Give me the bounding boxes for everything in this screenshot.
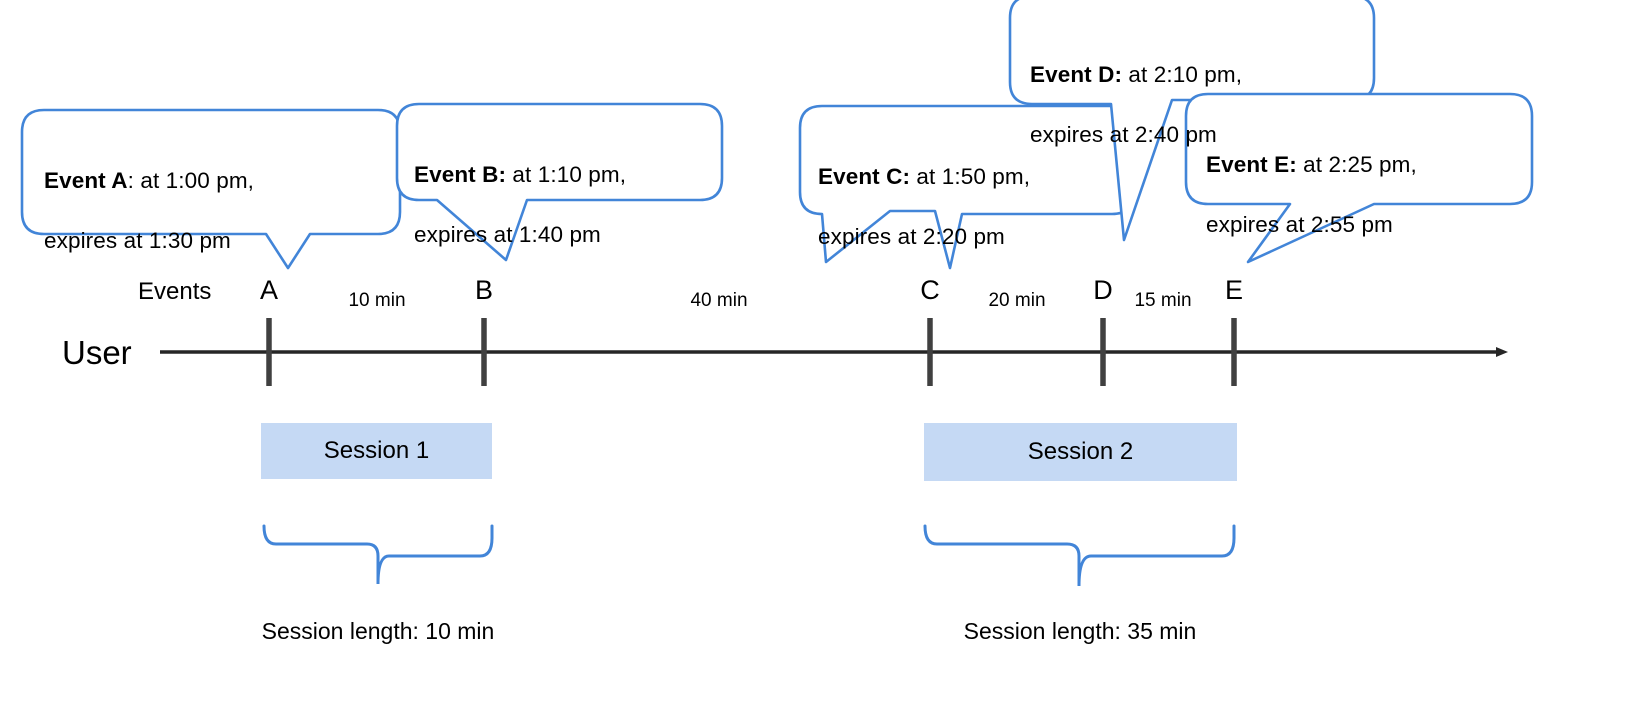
timeline-ticks xyxy=(266,318,1237,386)
tick-label-d: D xyxy=(1093,275,1113,305)
tick-label-e: E xyxy=(1224,275,1243,305)
callout-event-c: Event C: at 1:50 pm, expires at 2:20 pm xyxy=(818,132,1128,252)
axis-events-label: Events xyxy=(138,278,212,305)
callout-event-a-line2: expires at 1:30 pm xyxy=(44,228,231,253)
callout-event-d-line2: expires at 2:40 pm xyxy=(1030,122,1217,147)
callout-event-b-shape xyxy=(395,102,724,262)
session-box-1: Session 1 xyxy=(261,423,492,479)
callout-event-b-name: Event B: xyxy=(414,162,507,187)
session-box-2-label: Session 2 xyxy=(1027,438,1134,465)
tick-label-b: B xyxy=(474,275,493,305)
callout-event-b-line2: expires at 1:40 pm xyxy=(414,222,601,247)
gap-label-c-d: 20 min xyxy=(988,290,1046,311)
callout-event-e-line2: expires at 2:55 pm xyxy=(1206,212,1393,237)
gap-label-a-b: 10 min xyxy=(348,290,406,311)
tick-label-c: C xyxy=(920,275,940,305)
callout-event-c-line1: at 1:50 pm, xyxy=(910,164,1031,189)
callout-event-d-shape xyxy=(1008,0,1376,242)
session-length-caption-1: Session length: 10 min xyxy=(261,618,495,644)
callout-event-a-separator: : xyxy=(127,168,134,193)
callout-event-d: Event D: at 2:10 pm, expires at 2:40 pm xyxy=(1030,30,1370,150)
brace-session-1 xyxy=(262,524,494,585)
gap-label-b-c: 40 min xyxy=(690,290,748,311)
gap-label-d-e: 15 min xyxy=(1134,290,1192,311)
callout-event-e-name: Event E: xyxy=(1206,152,1297,177)
callout-event-a-name: Event A xyxy=(44,168,128,193)
callout-event-c-line2: expires at 2:20 pm xyxy=(818,224,1005,249)
callout-event-b-line1: at 1:10 pm, xyxy=(506,162,627,187)
callout-event-a-line1: at 1:00 pm, xyxy=(134,168,255,193)
callout-event-e-shape xyxy=(1184,92,1534,264)
axis-row-label-user: User xyxy=(62,334,132,371)
brace-session-2 xyxy=(923,524,1236,587)
session-box-1-label: Session 1 xyxy=(323,437,430,464)
tick-label-a: A xyxy=(259,275,278,305)
callout-event-c-name: Event C: xyxy=(818,164,911,189)
session-length-caption-2: Session length: 35 min xyxy=(963,618,1197,644)
callout-event-a: Event A: at 1:00 pm, expires at 1:30 pm xyxy=(44,136,384,256)
session-box-2: Session 2 xyxy=(924,423,1237,481)
callout-event-e-line1: at 2:25 pm, xyxy=(1296,152,1417,177)
callout-event-d-line1: at 2:10 pm, xyxy=(1122,62,1243,87)
callout-event-e: Event E: at 2:25 pm, expires at 2:55 pm xyxy=(1206,120,1526,240)
callout-event-a-shape xyxy=(20,108,402,270)
callout-event-b: Event B: at 1:10 pm, expires at 1:40 pm xyxy=(414,130,714,250)
callout-event-d-name: Event D: xyxy=(1030,62,1123,87)
